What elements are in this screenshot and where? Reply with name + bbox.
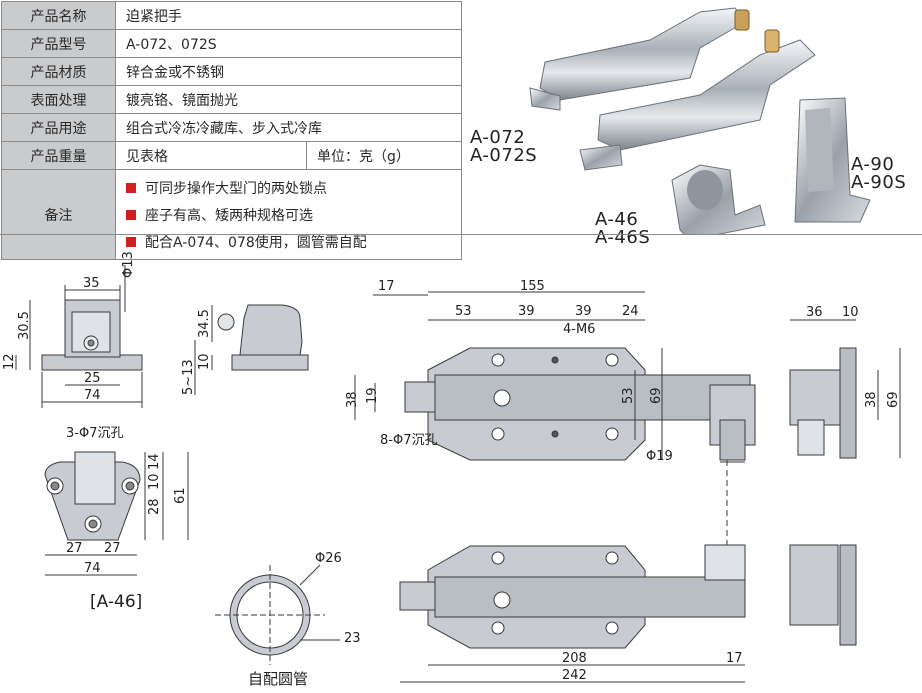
spec-label: 备注 bbox=[1, 169, 116, 260]
model-label: A-072S bbox=[470, 145, 538, 166]
handle-lower-image bbox=[579, 29, 816, 171]
dim-label: 61 bbox=[173, 487, 188, 504]
note-text: 配合A-074、078使用，圆管需自配 bbox=[145, 234, 367, 251]
dim-label: 53 bbox=[621, 387, 636, 404]
model-label: A-90 bbox=[851, 154, 895, 175]
dim-label: 34.5 bbox=[197, 309, 212, 338]
seat-a90-image bbox=[794, 97, 871, 223]
spec-label: 产品名称 bbox=[1, 1, 116, 30]
dim-label: Φ26 bbox=[315, 551, 342, 566]
dim-label: 30.5 bbox=[17, 311, 32, 340]
dim-label: 39 bbox=[575, 304, 592, 319]
dim-label: 10 bbox=[147, 473, 162, 490]
photo-label-a46: A-46 A-46S bbox=[595, 211, 650, 247]
spec-row: 表面处理 镀亮铬、镜面抛光 bbox=[1, 85, 462, 114]
bullet-square-icon bbox=[126, 209, 136, 220]
dim-label: 242 bbox=[562, 668, 587, 683]
dim-label: 36 bbox=[806, 305, 823, 320]
tube-caption: 自配圆管 bbox=[248, 670, 309, 688]
dim-label: 35 bbox=[83, 276, 100, 291]
dim-label: 38 bbox=[345, 391, 360, 408]
bullet-square-icon bbox=[126, 236, 136, 247]
photo-label-main: A-072 A-072S bbox=[470, 129, 537, 165]
dim-label: 4-M6 bbox=[563, 322, 595, 337]
spec-row: 产品型号 A-072、072S bbox=[1, 29, 462, 58]
dim-label: 155 bbox=[520, 279, 545, 294]
a46-front-view bbox=[15, 265, 143, 408]
spec-unit: 单位：克（g） bbox=[306, 141, 462, 170]
note-item: 座子有高、矮两种规格可选 bbox=[126, 201, 451, 228]
spec-row: 产品名称 迫紧把手 bbox=[1, 1, 462, 30]
note-text: 可同步操作大型门的两处锁点 bbox=[145, 180, 327, 197]
note-item: 配合A-074、078使用，圆管需自配 bbox=[126, 228, 451, 255]
spec-row-notes: 备注 可同步操作大型门的两处锁点 座子有高、矮两种规格可选 配合A-074、07… bbox=[1, 169, 462, 260]
product-photo bbox=[529, 7, 871, 234]
model-label: A-072 bbox=[470, 127, 526, 148]
spec-row: 产品重量 见表格 单位：克（g） bbox=[1, 141, 462, 170]
model-label: A-90S bbox=[851, 172, 907, 193]
dim-label: 53 bbox=[455, 304, 472, 319]
dim-label: 25 bbox=[84, 371, 101, 386]
dim-label: 5~13 bbox=[181, 359, 196, 395]
spec-value: 镀亮铬、镜面抛光 bbox=[115, 85, 462, 114]
spec-value: 组合式冷冻冷藏库、步入式冷库 bbox=[115, 113, 462, 142]
dim-label: 12 bbox=[2, 353, 17, 370]
tube-section bbox=[215, 564, 340, 665]
dim-label: 38 bbox=[864, 391, 879, 408]
dim-label: 19 bbox=[365, 387, 380, 404]
spec-row: 产品用途 组合式冷冻冷藏库、步入式冷库 bbox=[1, 113, 462, 142]
dim-label: 14 bbox=[147, 453, 162, 470]
model-label: A-46 bbox=[595, 209, 639, 230]
dim-label: 17 bbox=[726, 651, 743, 666]
dim-label: Φ13 bbox=[121, 251, 136, 278]
dimension-labels: 35 Φ13 30.5 12 25 74 34.5 10 5~13 3-Φ7沉孔… bbox=[2, 251, 901, 683]
note-item: 可同步操作大型门的两处锁点 bbox=[126, 174, 451, 201]
a46-side-view bbox=[194, 304, 309, 395]
dim-label: 8-Φ7沉孔 bbox=[380, 433, 437, 448]
dim-label: 27 bbox=[66, 541, 83, 556]
dim-label: 24 bbox=[622, 304, 639, 319]
section-divider bbox=[0, 234, 922, 235]
main-handle-top-view bbox=[354, 291, 756, 463]
dim-label: 10 bbox=[197, 353, 212, 370]
dim-label: 10 bbox=[842, 305, 859, 320]
a46-caption: [A-46] bbox=[90, 592, 143, 612]
dim-label: 69 bbox=[649, 387, 664, 404]
spec-value: A-072、072S bbox=[115, 29, 462, 58]
spec-label: 产品重量 bbox=[1, 141, 116, 170]
dim-label: 208 bbox=[562, 651, 587, 666]
handle-upper-image bbox=[529, 7, 750, 111]
dim-label: 17 bbox=[378, 279, 395, 294]
dim-label: 27 bbox=[104, 541, 121, 556]
spec-label: 表面处理 bbox=[1, 85, 116, 114]
dim-label: 3-Φ7沉孔 bbox=[66, 426, 123, 441]
spec-table: 产品名称 迫紧把手 产品型号 A-072、072S 产品材质 锌合金或不锈钢 表… bbox=[1, 1, 462, 260]
dim-label: 39 bbox=[518, 304, 535, 319]
main-handle-open-view bbox=[399, 544, 857, 683]
a46-top-view bbox=[44, 451, 189, 576]
spec-row: 产品材质 锌合金或不锈钢 bbox=[1, 57, 462, 86]
model-label: A-46S bbox=[595, 227, 651, 248]
spec-label: 产品材质 bbox=[1, 57, 116, 86]
spec-label: 产品用途 bbox=[1, 113, 116, 142]
dim-label: 74 bbox=[84, 561, 101, 576]
dim-label: 74 bbox=[84, 388, 101, 403]
dim-label: 23 bbox=[344, 631, 361, 646]
seat-a46-image bbox=[671, 164, 766, 234]
spec-value: 锌合金或不锈钢 bbox=[115, 57, 462, 86]
dim-label: Φ19 bbox=[646, 449, 673, 464]
dim-label: 28 bbox=[147, 498, 162, 515]
a90-side-view bbox=[789, 319, 901, 459]
spec-notes: 可同步操作大型门的两处锁点 座子有高、矮两种规格可选 配合A-074、078使用… bbox=[115, 169, 462, 260]
photo-label-a90: A-90 A-90S bbox=[851, 156, 906, 192]
bullet-square-icon bbox=[126, 182, 136, 193]
note-text: 座子有高、矮两种规格可选 bbox=[145, 207, 313, 224]
dim-label: 69 bbox=[886, 391, 901, 408]
